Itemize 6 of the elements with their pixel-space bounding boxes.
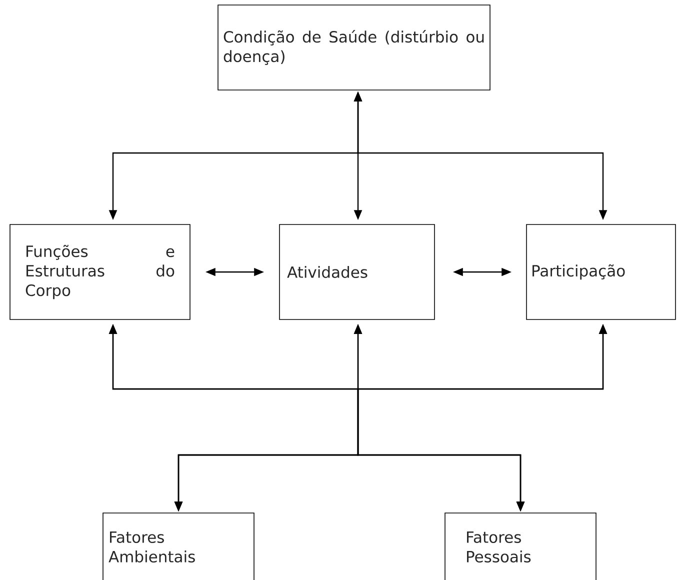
process-box: Condição de Saúde (distúrbio ou doença) (218, 4, 490, 90)
process-box: Fatores Pessoais (444, 512, 596, 580)
process-box: Funções e Estruturas do Corpo (10, 224, 190, 320)
process-box: Fatores Ambientais (102, 512, 254, 580)
process-box: Atividades (279, 224, 435, 320)
process-box: Participação (526, 224, 676, 320)
